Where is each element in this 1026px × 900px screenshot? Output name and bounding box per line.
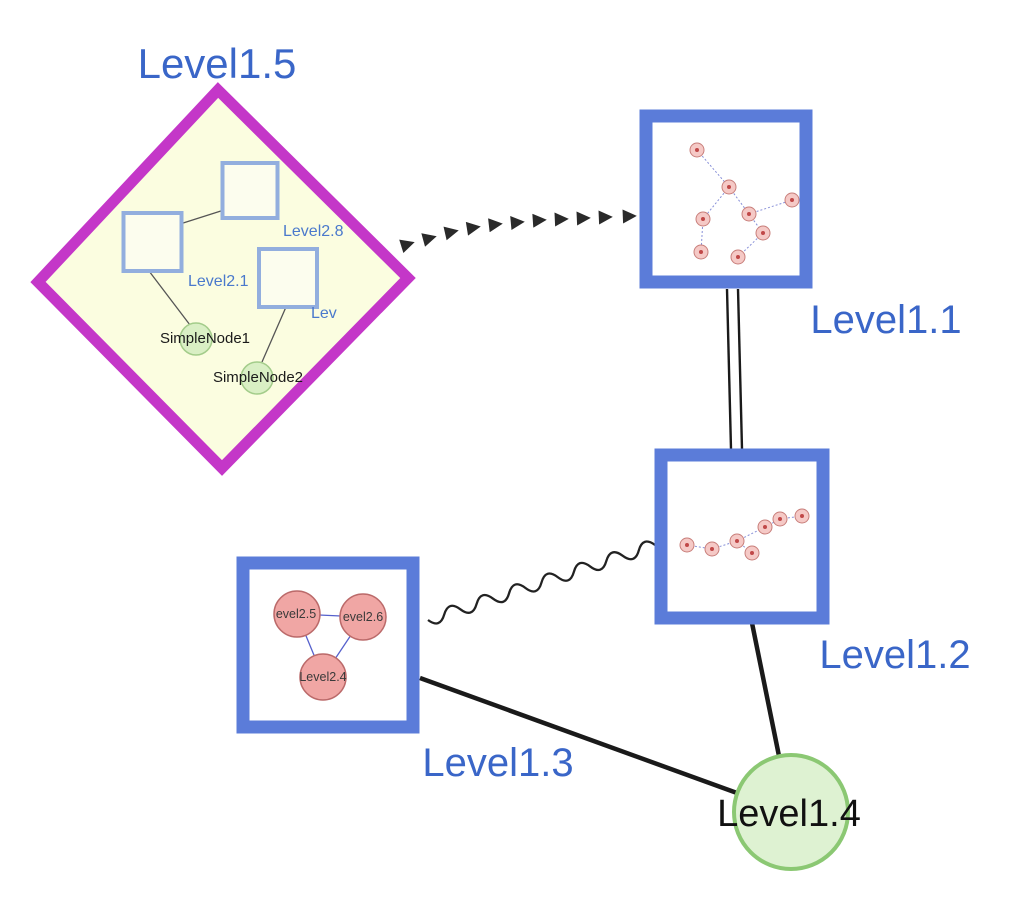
group-box-level1-1[interactable] <box>639 109 813 289</box>
double-line-right <box>736 288 744 450</box>
group-box-level1-2[interactable] <box>654 448 830 625</box>
edge-level12-level14[interactable] <box>749 622 782 757</box>
diamond-shape[interactable] <box>30 82 416 476</box>
inner-edge-sq-left-simplenode1[interactable] <box>148 270 191 326</box>
node-label-level1-2: Level1.2 <box>819 633 970 677</box>
node-label-level1-4: Level1.4 <box>717 793 861 835</box>
pink-node-label-evel2-5: evel2.5 <box>276 607 316 621</box>
pink-node-evel2-6[interactable] <box>339 593 387 641</box>
inner-square-label-level2-1: Level2.1 <box>188 273 249 290</box>
node-level1-1[interactable]: Level1.1 <box>639 109 962 342</box>
inner-square-label-lev: Lev <box>311 305 337 322</box>
pink-node-level2-4[interactable] <box>299 653 347 701</box>
edge-level12-level13-wavy[interactable] <box>427 540 656 625</box>
node-label-level1-3: Level1.3 <box>422 741 573 785</box>
green-circle-level1-4[interactable] <box>732 753 850 871</box>
node-level1-3[interactable]: evel2.5 evel2.6 Level2.4 Level1.3 <box>236 556 574 785</box>
mini-graph-level1-2-nodes[interactable] <box>679 508 810 561</box>
inner-square-level2-1[interactable] <box>121 211 184 273</box>
group-box-level1-3[interactable] <box>236 556 420 734</box>
node-label-level1-5: Level1.5 <box>138 40 297 87</box>
node-level1-5[interactable]: Level1.5 Level2.8 Level2.1 Lev SimpleNod… <box>30 40 416 476</box>
inner-edge-sq-right-simplenode2[interactable] <box>261 306 287 363</box>
node-level1-4[interactable]: Level1.4 <box>717 753 861 871</box>
node-label-level1-1: Level1.1 <box>810 298 961 342</box>
simple-node-2[interactable] <box>240 361 274 395</box>
mini-graph-level1-1-nodes[interactable] <box>689 142 800 265</box>
simple-node-1[interactable] <box>179 322 213 356</box>
simple-node-2-label: SimpleNode2 <box>213 369 303 386</box>
inner-square-label-level2-8: Level2.8 <box>283 223 344 240</box>
inner-square-level2-8[interactable] <box>220 161 280 220</box>
simple-node-1-label: SimpleNode1 <box>160 330 250 347</box>
double-line-left <box>725 288 733 450</box>
inner-square-lev[interactable] <box>257 247 319 309</box>
edge-level13-level14[interactable] <box>419 675 738 796</box>
pink-node-evel2-5[interactable] <box>273 590 321 638</box>
node-level1-2[interactable]: Level1.2 <box>654 448 971 677</box>
edge-level11-level12[interactable] <box>725 288 744 450</box>
edge-level15-level11-arrow-chain[interactable] <box>392 209 637 254</box>
inner-edge-sq-top-sq-left[interactable] <box>179 209 225 225</box>
pink-node-label-evel2-6: evel2.6 <box>343 610 383 624</box>
pink-node-label-level2-4: Level2.4 <box>299 670 346 684</box>
